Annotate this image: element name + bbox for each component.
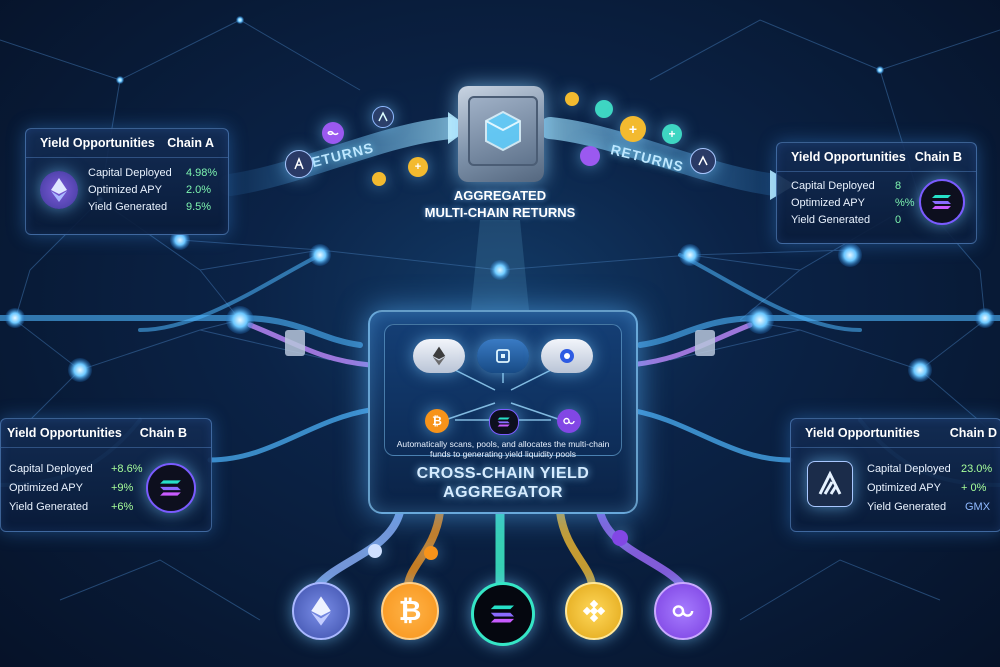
gold-coin-top-icon bbox=[565, 92, 579, 106]
panel-chain: Chain B bbox=[139, 426, 187, 440]
row-value: + 0% bbox=[961, 482, 987, 494]
polygon-icon bbox=[654, 582, 712, 640]
row-label: Yield Generated bbox=[867, 501, 947, 513]
row-value: 8 bbox=[895, 180, 902, 192]
cross-chain-aggregator-hub: ₿ Automatically scans, pools, and alloca… bbox=[368, 310, 638, 514]
row-value: +8.6% bbox=[111, 463, 143, 475]
yield-panel-chain-b-left: Yield Opportunities Chain B Capital Depl… bbox=[0, 418, 212, 532]
vault-icon bbox=[458, 86, 544, 182]
bitcoin-icon: ₿ bbox=[381, 582, 439, 640]
ethereum-icon bbox=[413, 339, 465, 373]
panel-title: Yield Opportunities bbox=[7, 426, 122, 440]
row-value: GMX bbox=[965, 501, 991, 513]
teal-token-icon bbox=[595, 100, 613, 118]
hub-screen: ₿ bbox=[384, 324, 622, 456]
gold-coin-icon: + bbox=[408, 157, 428, 177]
vault-title-line1: AGGREGATED bbox=[453, 188, 547, 203]
yield-panel-chain-d: Yield Opportunities Chain D Capital Depl… bbox=[790, 418, 1000, 532]
chip-icon bbox=[477, 339, 529, 373]
row-value: 2.0% bbox=[186, 184, 212, 196]
panel-title: Yield Opportunities bbox=[40, 136, 155, 150]
aave-token-icon bbox=[372, 106, 394, 128]
vault-title-line2: MULTI-CHAIN RETURNS bbox=[424, 205, 576, 220]
row-value: 9.5% bbox=[186, 201, 212, 213]
row-label: Capital Deployed bbox=[791, 180, 875, 192]
hub-title-line2: AGGREGATOR bbox=[443, 484, 563, 501]
yield-panel-chain-b-top: Yield Opportunities Chain B Capital Depl… bbox=[776, 142, 977, 244]
row-label: Yield Generated bbox=[791, 214, 871, 226]
hub-title: CROSS-CHAIN YIELD AGGREGATOR bbox=[370, 464, 636, 502]
row-value: 23.0% bbox=[961, 463, 993, 475]
row-label: Capital Deployed bbox=[88, 167, 172, 179]
polygon-flow-token-icon bbox=[612, 530, 628, 546]
row-value: 4.98% bbox=[186, 167, 218, 179]
bitcoin-icon: ₿ bbox=[425, 409, 449, 433]
row-label: Yield Generated bbox=[88, 201, 168, 213]
ethereum-icon bbox=[40, 171, 78, 209]
vault-door bbox=[468, 96, 538, 166]
row-value: %% bbox=[895, 197, 915, 209]
hub-description: Automatically scans, pools, and allocate… bbox=[396, 439, 610, 459]
row-label: Optimized APY bbox=[867, 482, 941, 494]
row-value: 0 bbox=[895, 214, 902, 226]
solana-icon bbox=[489, 409, 519, 435]
row-label: Optimized APY bbox=[88, 184, 162, 196]
chain-link-icon bbox=[541, 339, 593, 373]
ethereum-flow-token-icon bbox=[368, 544, 382, 558]
row-label: Optimized APY bbox=[791, 197, 865, 209]
row-value: +9% bbox=[111, 482, 134, 494]
gold-coin-small-icon bbox=[372, 172, 386, 186]
row-label: Yield Generated bbox=[9, 501, 89, 513]
ethereum-icon bbox=[292, 582, 350, 640]
row-value: +6% bbox=[111, 501, 134, 513]
solana-icon bbox=[471, 582, 535, 646]
yield-panel-chain-a: Yield Opportunities Chain A Capital Depl… bbox=[25, 128, 229, 235]
arbitrum-right-token-icon bbox=[690, 148, 716, 174]
polygon-small-token-icon bbox=[580, 146, 600, 166]
row-label: Optimized APY bbox=[9, 482, 83, 494]
bitcoin-flow-token-icon bbox=[424, 546, 438, 560]
cube-icon bbox=[485, 110, 521, 152]
polygon-token-icon bbox=[322, 122, 344, 144]
teal-plus-token-icon: + bbox=[662, 124, 682, 144]
solana-icon bbox=[146, 463, 196, 513]
arbitrum-icon bbox=[807, 461, 853, 507]
solana-icon bbox=[919, 179, 965, 225]
panel-chain: Chain D bbox=[949, 426, 997, 440]
row-label: Capital Deployed bbox=[867, 463, 951, 475]
hub-title-line1: CROSS-CHAIN YIELD bbox=[416, 465, 590, 482]
panel-chain: Chain B bbox=[914, 150, 962, 164]
gold-coin-plus-icon: + bbox=[620, 116, 646, 142]
hub-routing-lines bbox=[444, 364, 562, 421]
panel-title: Yield Opportunities bbox=[791, 150, 906, 164]
arbitrum-token-icon bbox=[285, 150, 313, 178]
polygon-icon bbox=[557, 409, 581, 433]
panel-chain: Chain A bbox=[167, 136, 214, 150]
panel-title: Yield Opportunities bbox=[805, 426, 920, 440]
row-label: Capital Deployed bbox=[9, 463, 93, 475]
vault-title: AGGREGATED MULTI-CHAIN RETURNS bbox=[380, 187, 620, 221]
binance-icon bbox=[565, 582, 623, 640]
